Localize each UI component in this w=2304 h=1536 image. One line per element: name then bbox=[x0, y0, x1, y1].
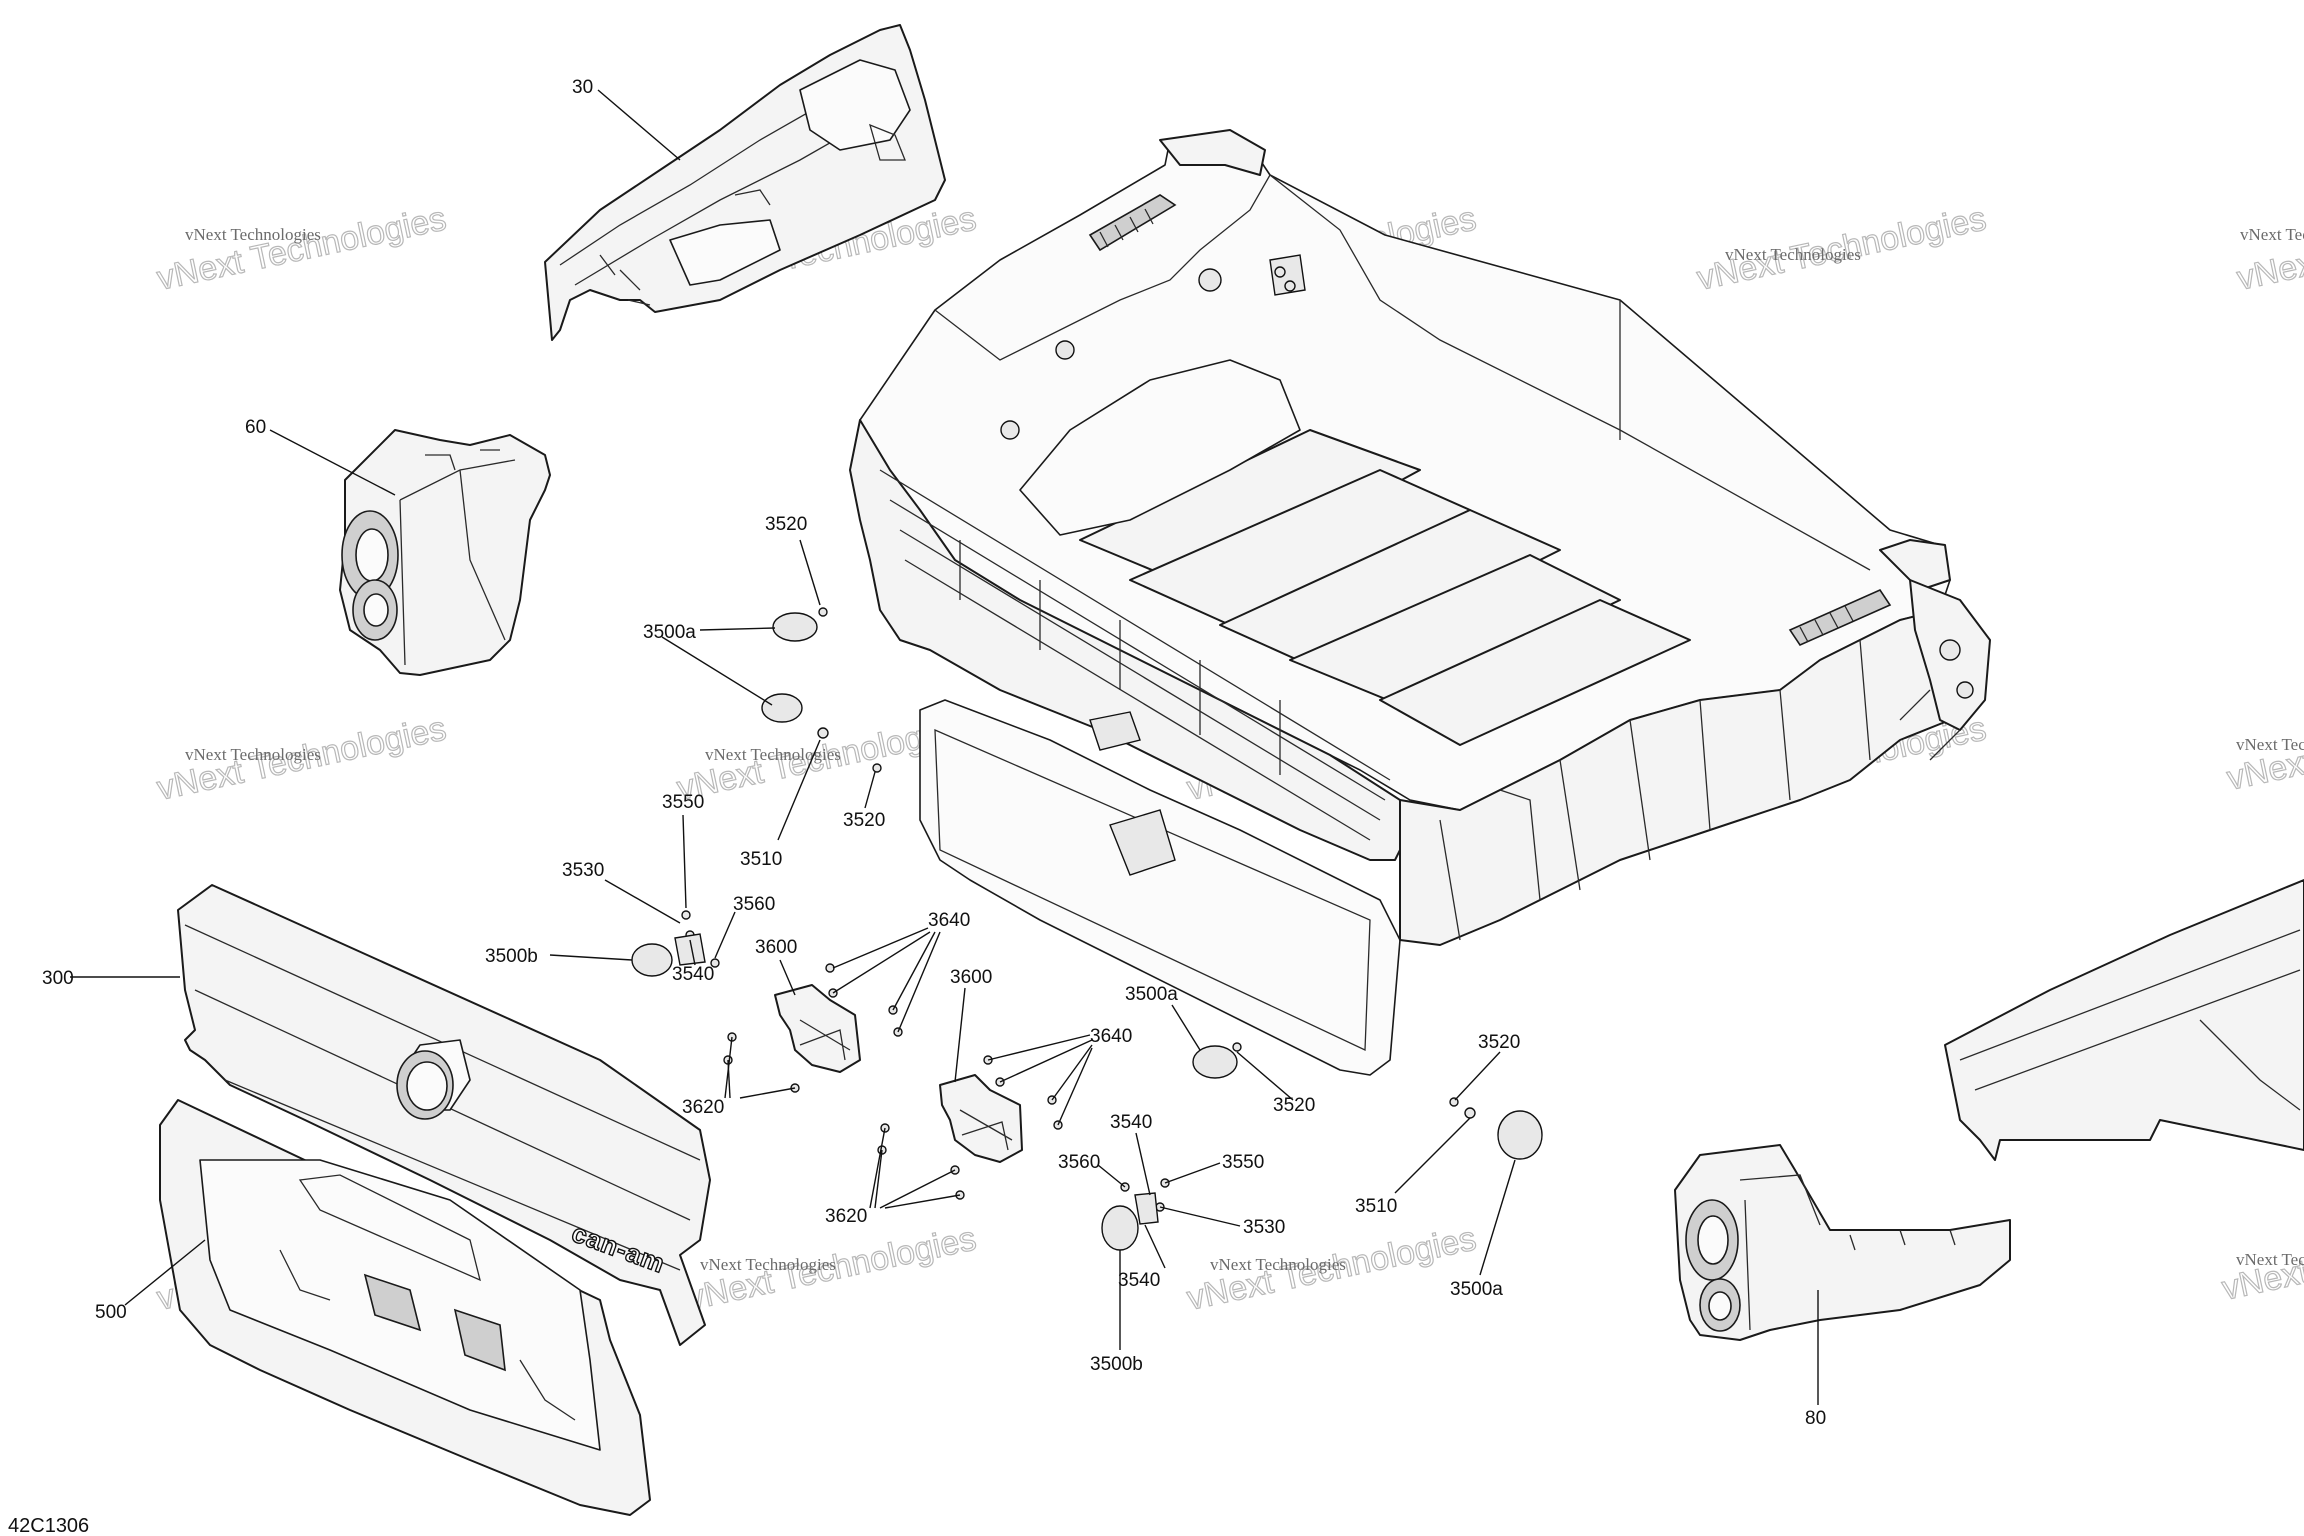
watermark-small: vNext Technologies bbox=[185, 225, 321, 244]
washer bbox=[817, 727, 829, 739]
callout-3520: 3520 bbox=[843, 810, 885, 831]
watermark: vNext Technologies bbox=[153, 199, 450, 299]
part-30-side-trim bbox=[544, 24, 946, 341]
cap-3500a bbox=[761, 693, 803, 723]
screw bbox=[681, 910, 691, 920]
watermark-small: vNext Technologies bbox=[705, 745, 841, 764]
callout-3530: 3530 bbox=[562, 860, 604, 881]
callout-3500b: 3500b bbox=[485, 946, 538, 967]
watermark: vNext Technologies bbox=[2233, 199, 2304, 299]
callout-3540: 3540 bbox=[672, 964, 714, 985]
watermark-big: vNext Technologies bbox=[2234, 199, 2304, 297]
screw bbox=[710, 958, 720, 968]
callout-labels: 30 60 3520 3500a 3510 3520 3550 3530 356… bbox=[42, 77, 1826, 1429]
callout-3510: 3510 bbox=[1355, 1196, 1397, 1217]
cap-3500b bbox=[1101, 1205, 1139, 1251]
callout-30: 30 bbox=[572, 77, 593, 98]
hardware bbox=[631, 607, 1543, 1251]
callout-3530: 3530 bbox=[1243, 1217, 1285, 1238]
watermark-big: vNext Technologies bbox=[154, 199, 450, 297]
callout-3500b: 3500b bbox=[1090, 1354, 1143, 1375]
callout-3620: 3620 bbox=[682, 1097, 724, 1118]
leader-lines bbox=[70, 89, 1819, 1405]
cap-3500b bbox=[631, 943, 673, 977]
bracket-3540 bbox=[674, 933, 706, 966]
callout-80: 80 bbox=[1805, 1408, 1826, 1429]
callout-3550: 3550 bbox=[662, 792, 704, 813]
plate-3600 bbox=[939, 1074, 1023, 1163]
screw bbox=[872, 763, 882, 773]
part-500-tailgate-inner bbox=[159, 1099, 651, 1516]
washer bbox=[1464, 1107, 1476, 1119]
screw bbox=[818, 607, 828, 617]
cap-3500a bbox=[1192, 1045, 1238, 1079]
callout-3550: 3550 bbox=[1222, 1152, 1264, 1173]
callout-3600: 3600 bbox=[755, 937, 797, 958]
plate-3600 bbox=[774, 984, 861, 1073]
callout-3640: 3640 bbox=[928, 910, 970, 931]
callout-3560: 3560 bbox=[1058, 1152, 1100, 1173]
screw-3640 bbox=[825, 963, 835, 973]
callout-3500a: 3500a bbox=[1450, 1279, 1503, 1300]
figure-reference: 42C1306 bbox=[8, 1515, 89, 1536]
callout-3520: 3520 bbox=[1478, 1032, 1520, 1053]
part-60-speaker-pod bbox=[339, 429, 551, 676]
callout-3500a: 3500a bbox=[1125, 984, 1178, 1005]
cap-3500a bbox=[772, 612, 818, 642]
part-80-speaker-pod bbox=[1674, 1144, 2011, 1341]
watermark-small: vNext Technologies bbox=[700, 1255, 836, 1274]
callout-500: 500 bbox=[95, 1302, 127, 1323]
callout-3620: 3620 bbox=[825, 1206, 867, 1227]
callout-3520: 3520 bbox=[1273, 1095, 1315, 1116]
watermark-small: vNext Technologies bbox=[1725, 245, 1861, 264]
watermark-small: vNext Technologies bbox=[185, 745, 321, 764]
screw bbox=[1232, 1042, 1242, 1052]
right-side-trim bbox=[1944, 879, 2304, 1161]
callout-300: 300 bbox=[42, 968, 74, 989]
callout-3500a: 3500a bbox=[643, 622, 696, 643]
callout-3540: 3540 bbox=[1110, 1112, 1152, 1133]
part-300-tailgate-outer: can-am bbox=[177, 884, 711, 1346]
watermark-small: vNext Technologies bbox=[1210, 1255, 1346, 1274]
cap-3500a bbox=[1497, 1110, 1543, 1160]
watermark-small: vNext Technologies bbox=[2240, 225, 2304, 244]
callout-3560: 3560 bbox=[733, 894, 775, 915]
callout-3640: 3640 bbox=[1090, 1026, 1132, 1047]
callout-60: 60 bbox=[245, 417, 266, 438]
callout-3520: 3520 bbox=[765, 514, 807, 535]
callout-3510: 3510 bbox=[740, 849, 782, 870]
watermark-small: vNext Technologies bbox=[2236, 1250, 2304, 1269]
watermark-small: vNext Technologies bbox=[2236, 735, 2304, 754]
cargo-box bbox=[849, 129, 1991, 1076]
screw bbox=[1449, 1097, 1459, 1107]
callout-3540: 3540 bbox=[1118, 1270, 1160, 1291]
bracket-3540 bbox=[1134, 1192, 1159, 1225]
callout-3600: 3600 bbox=[950, 967, 992, 988]
